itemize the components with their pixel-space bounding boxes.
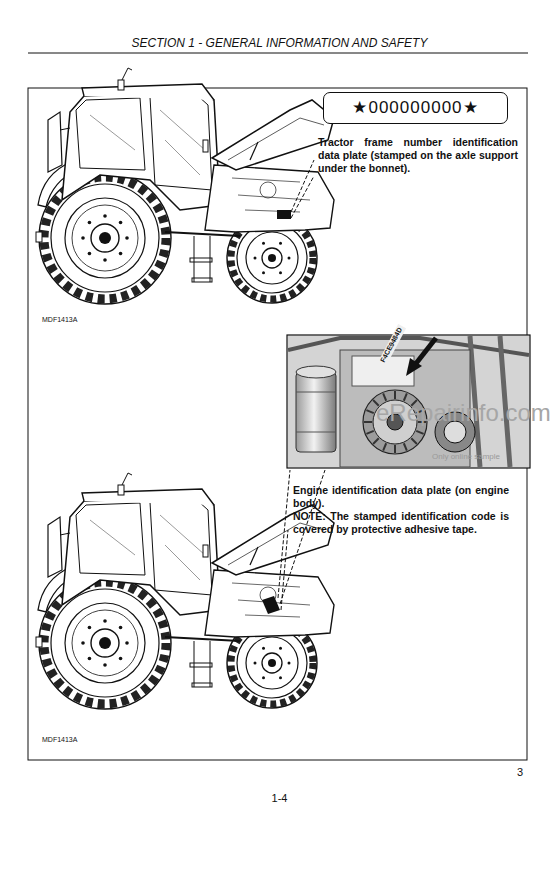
watermark: eRepairinfo.com bbox=[376, 398, 551, 428]
frame-plate-marker bbox=[277, 210, 291, 219]
callout-text: Tractor frame number identification data… bbox=[318, 136, 518, 175]
leader-line bbox=[291, 160, 314, 218]
header-rule bbox=[28, 53, 528, 54]
page-number: 1-4 bbox=[0, 792, 559, 806]
tractor-illustration bbox=[36, 473, 334, 709]
page-number: 3 bbox=[517, 766, 523, 780]
engine-plate-marker bbox=[262, 596, 280, 614]
figure-code: MDF1413A bbox=[42, 736, 77, 745]
callout-text: Engine identification data plate (on eng… bbox=[293, 484, 509, 510]
frame-number: ★000000000★ bbox=[352, 97, 478, 118]
section-heading: SECTION 1 - GENERAL INFORMATION AND SAFE… bbox=[0, 36, 559, 51]
figure-code: MDF1413A bbox=[42, 316, 77, 325]
tractor-illustration bbox=[36, 68, 334, 304]
watermark: Only online sample bbox=[432, 452, 500, 462]
callout-note: NOTE: The stamped identification code is… bbox=[293, 510, 509, 536]
engine-code-stamp: F4CE9484D bbox=[378, 324, 406, 366]
serial-number-plate: ★000000000★ bbox=[323, 92, 508, 124]
